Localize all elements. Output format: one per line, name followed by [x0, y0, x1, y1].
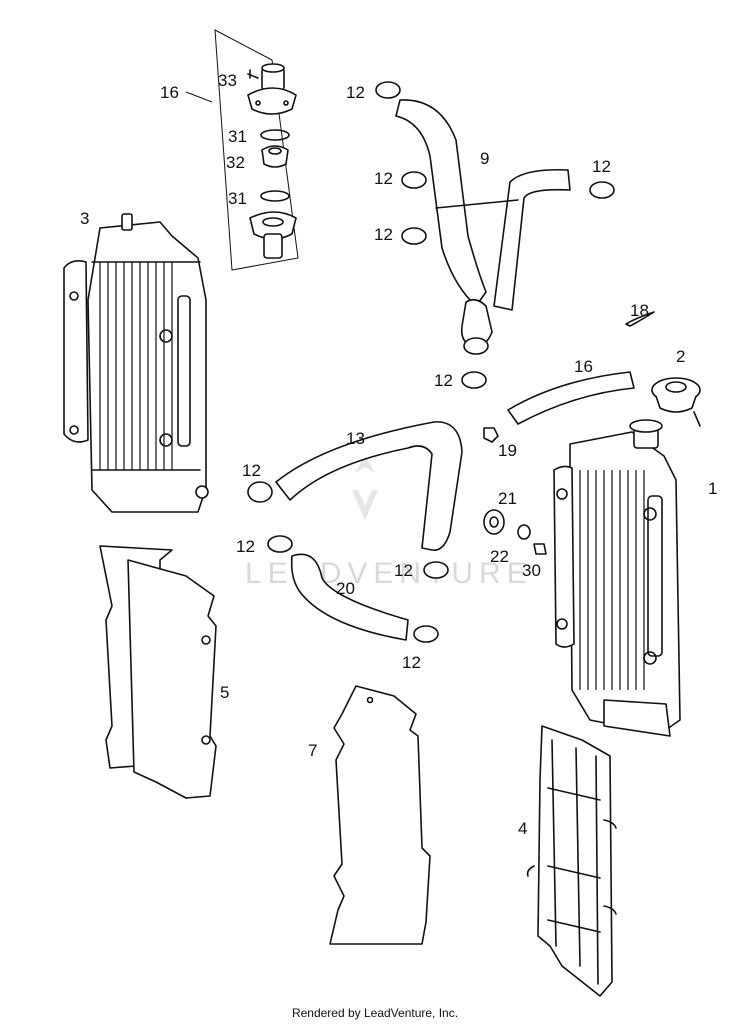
center-shroud[interactable] [329, 685, 431, 945]
callout-21: 22 [490, 547, 509, 566]
callout-18: 19 [498, 441, 517, 460]
callout-19: 20 [336, 579, 355, 598]
hose-clamps[interactable] [247, 81, 615, 643]
right-radiator-fins [579, 470, 645, 690]
left-radiator[interactable] [63, 213, 209, 513]
callout-31-upper: 31 [228, 127, 247, 146]
right-shroud[interactable] [526, 725, 617, 997]
hose-15[interactable] [507, 371, 635, 425]
callout-13: 13 [346, 429, 365, 448]
callout-33: 33 [218, 71, 237, 90]
thermostat-housing-group[interactable] [214, 29, 299, 271]
callout-22: 30 [522, 561, 541, 580]
right-radiator[interactable] [553, 419, 681, 737]
callout-9: 9 [480, 149, 489, 168]
callout-5: 5 [220, 683, 229, 702]
y-hose[interactable] [395, 99, 571, 355]
callout-12-i: 12 [402, 653, 421, 672]
callout-32: 32 [226, 153, 245, 172]
left-shroud[interactable] [99, 545, 217, 799]
callout-labels: 16 33 31 32 31 3 12 9 12 12 12 18 2 16 1… [80, 71, 717, 838]
callout-12-g: 12 [236, 537, 255, 556]
callout-7: 7 [308, 741, 317, 760]
hose-13[interactable] [275, 421, 463, 551]
callout-3: 3 [80, 209, 89, 228]
small-hardware[interactable] [483, 427, 547, 555]
callout-12-h: 12 [394, 561, 413, 580]
callout-2: 2 [676, 347, 685, 366]
clip-16[interactable] [625, 311, 655, 327]
callout-15: 16 [574, 357, 593, 376]
callout-31-lower: 31 [228, 189, 247, 208]
callout-12-a: 12 [346, 83, 365, 102]
callout-30: 16 [160, 83, 179, 102]
callout-16: 18 [630, 301, 649, 320]
callout-20: 21 [498, 489, 517, 508]
callout-12-e: 12 [434, 371, 453, 390]
hose-19[interactable] [290, 553, 409, 641]
callout-12-f: 12 [242, 461, 261, 480]
footer-credit: Rendered by LeadVenture, Inc. [291, 1006, 459, 1020]
callout-4: 4 [518, 819, 527, 838]
callout-12-d: 12 [374, 225, 393, 244]
callout-12-b: 12 [374, 169, 393, 188]
radiator-cap[interactable] [651, 377, 701, 427]
left-radiator-fins [99, 262, 173, 470]
callout-12-c: 12 [592, 157, 611, 176]
callout-1: 1 [708, 479, 717, 498]
